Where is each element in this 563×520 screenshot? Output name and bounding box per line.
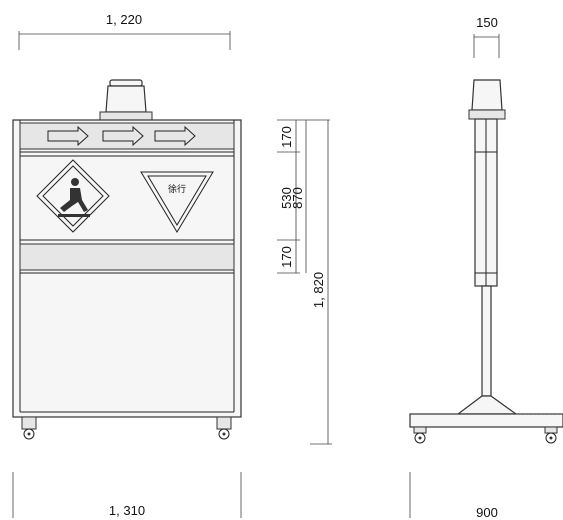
front-top-width-dimension: 1, 220 xyxy=(18,12,231,50)
front-bottom-width-label: 1, 310 xyxy=(109,503,145,518)
side-post xyxy=(481,285,492,397)
arrow-band xyxy=(19,122,235,150)
height-dimensions: 170 530 870 170 1, 820 xyxy=(277,119,332,445)
lower-band xyxy=(19,243,235,271)
lower-band-label: 170 xyxy=(279,246,294,268)
total-height-label: 1, 820 xyxy=(311,272,326,308)
middle-panel-label: 530 xyxy=(279,187,294,209)
upper-band-label: 170 xyxy=(279,126,294,148)
front-view: 1, 220 xyxy=(12,12,242,518)
front-wheels xyxy=(21,416,232,440)
front-top-width-label: 1, 220 xyxy=(106,12,142,27)
front-bottom-width-dimension: 1, 310 xyxy=(12,472,242,518)
side-top-width-label: 150 xyxy=(476,15,498,30)
side-top-width-dimension: 150 xyxy=(473,15,500,58)
slow-down-sign: 徐行 xyxy=(140,171,214,233)
warning-light xyxy=(99,79,153,121)
construction-warning-sign xyxy=(36,159,110,233)
side-bottom-width-dimension: 900 xyxy=(409,472,498,520)
side-bottom-width-label: 900 xyxy=(476,505,498,520)
sign-area-label: 870 xyxy=(290,187,305,209)
side-base xyxy=(409,413,563,428)
slow-sign-text: 徐行 xyxy=(168,183,186,195)
side-view: 150 900 xyxy=(409,15,563,520)
